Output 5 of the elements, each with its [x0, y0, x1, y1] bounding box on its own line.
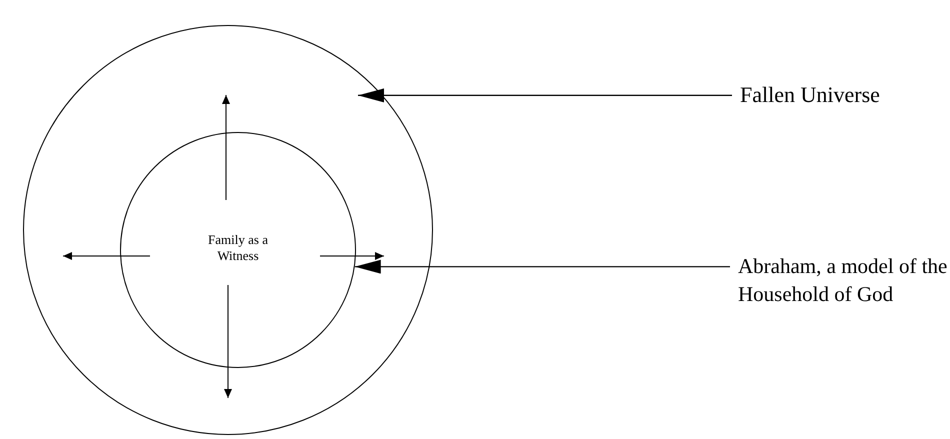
leader-arrow	[358, 88, 732, 102]
callout-text: Abraham, a model of the Household of God	[738, 253, 948, 308]
circle-label: Family as a Witness	[207, 232, 269, 264]
callout-text: Fallen Universe	[740, 81, 881, 109]
leader-arrow	[354, 260, 730, 274]
